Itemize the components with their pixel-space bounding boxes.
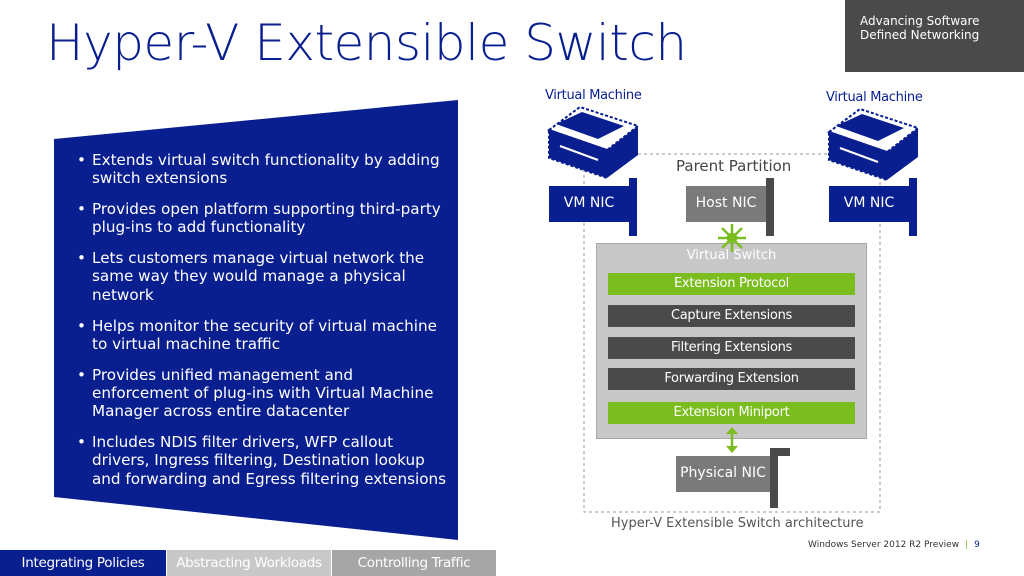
section-tabs: Integrating Policies Abstracting Workloa… (0, 550, 496, 576)
tab-integrating-policies[interactable]: Integrating Policies (0, 550, 166, 576)
vm-nic-right-label: VM NIC (843, 195, 895, 211)
footer-separator: | (965, 540, 969, 550)
bullet-item: Includes NDIS filter drivers, WFP callou… (70, 433, 450, 488)
corner-banner: Advancing Software Defined Networking (845, 0, 1024, 72)
bullet-item: Lets customers manage virtual network th… (70, 249, 450, 304)
capture-extensions-bar: Capture Extensions (608, 305, 855, 327)
virtual-switch-label: Virtual Switch (686, 248, 777, 263)
vm-left-label: Virtual Machine (545, 88, 642, 103)
extension-miniport-bar: Extension Miniport (608, 402, 855, 424)
page-number: 9 (974, 540, 980, 550)
vm-right-label: Virtual Machine (826, 90, 923, 105)
extension-protocol-bar: Extension Protocol (608, 273, 855, 295)
bullet-item: Provides open platform supporting third-… (70, 200, 450, 237)
footer-product: Windows Server 2012 R2 Preview (808, 540, 960, 550)
corner-line-2: Defined Networking (860, 28, 980, 42)
bullet-item: Provides unified management and enforcem… (70, 366, 450, 421)
vm-nic-left-label: VM NIC (563, 195, 615, 211)
forwarding-extension-bar: Forwarding Extension (608, 368, 855, 390)
parent-partition-label: Parent Partition (676, 157, 792, 175)
filtering-extensions-bar: Filtering Extensions (608, 337, 855, 359)
vm-right-server-icon (826, 107, 921, 182)
corner-line-1: Advancing Software (860, 14, 980, 28)
physical-nic-label: Physical NIC (680, 465, 766, 481)
tab-controlling-traffic[interactable]: Controlling Traffic (331, 550, 496, 576)
slide-title: Hyper-V Extensible Switch (46, 14, 687, 72)
bullet-list: Extends virtual switch functionality by … (70, 151, 450, 500)
host-nic-label: Host NIC (695, 195, 757, 211)
footer-info: Windows Server 2012 R2 Preview | 9 (808, 540, 980, 550)
tab-abstracting-workloads[interactable]: Abstracting Workloads (166, 550, 331, 576)
vm-left-server-icon (546, 105, 641, 180)
bullet-item: Extends virtual switch functionality by … (70, 151, 450, 188)
bullet-item: Helps monitor the security of virtual ma… (70, 317, 450, 354)
diagram-caption: Hyper-V Extensible Switch architecture (611, 516, 864, 531)
